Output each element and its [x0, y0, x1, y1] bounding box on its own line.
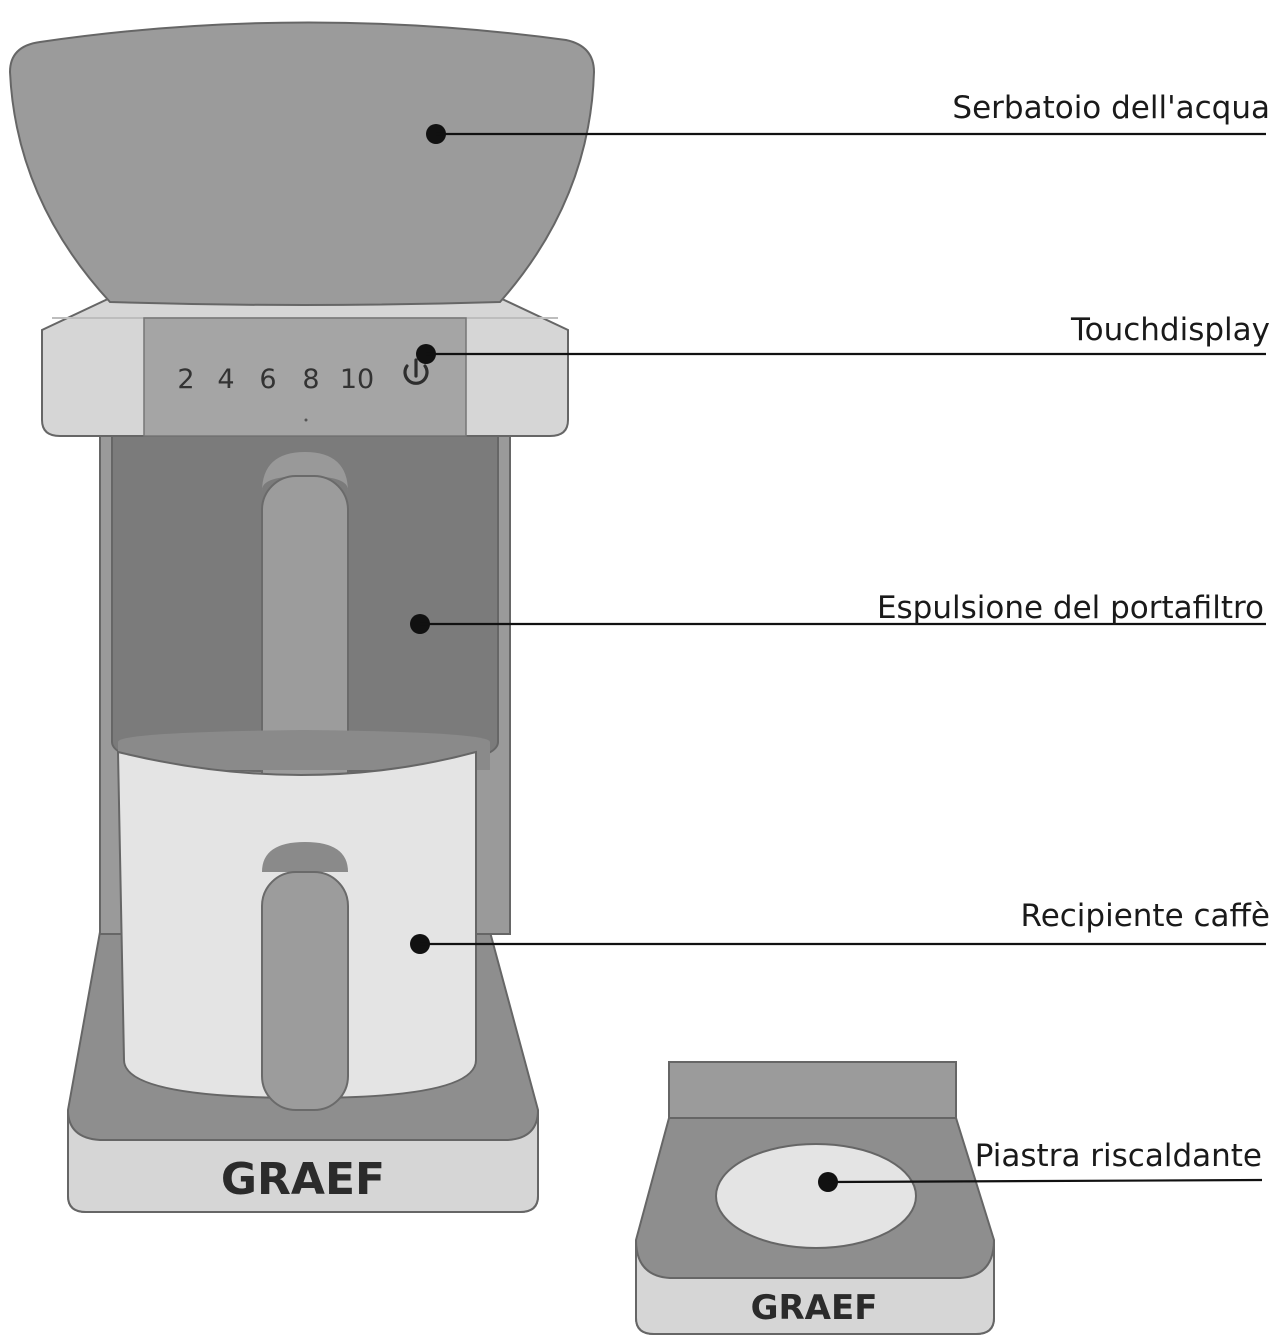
carafe-handle: [261, 871, 349, 1111]
display-band: 2 4 6 8 10: [41, 297, 569, 437]
callout-label-touchdisplay: Touchdisplay: [1070, 312, 1270, 348]
plate-brand-logo: GRAEF: [751, 1288, 878, 1328]
coffee-carafe: [116, 730, 490, 1111]
water-tank: [8, 21, 596, 306]
cup-option-6[interactable]: 6: [259, 364, 276, 395]
callout-water-tank: Serbatoio dell'acqua: [426, 90, 1270, 144]
cup-option-8[interactable]: 8: [302, 364, 319, 395]
callout-label-water-tank: Serbatoio dell'acqua: [952, 90, 1270, 126]
cup-selector: 2 4 6 8 10: [177, 364, 374, 395]
callout-coffee-carafe: Recipiente caffè: [410, 898, 1270, 954]
display-dot: [304, 418, 308, 422]
heating-plate-unit: GRAEF: [635, 1061, 995, 1335]
cup-option-4[interactable]: 4: [217, 364, 234, 395]
power-icon[interactable]: [403, 358, 429, 385]
callout-label-filter-holder-eject: Espulsione del portafiltro: [877, 590, 1264, 626]
callout-filter-holder-eject: Espulsione del portafiltro: [410, 590, 1266, 634]
callout-label-coffee-carafe: Recipiente caffè: [1021, 898, 1270, 934]
coffee-machine: GRAEF 2 4 6 8 10: [8, 21, 596, 1213]
machine-brand-logo: GRAEF: [221, 1154, 385, 1205]
cup-option-2[interactable]: 2: [177, 364, 194, 395]
cup-option-10[interactable]: 10: [340, 364, 374, 395]
callout-touchdisplay: Touchdisplay: [416, 312, 1270, 364]
touchdisplay-panel: [143, 317, 467, 437]
callout-heating-plate: Piastra riscaldante: [818, 1138, 1263, 1192]
callout-label-heating-plate: Piastra riscaldante: [975, 1138, 1262, 1174]
heating-plate: [715, 1143, 917, 1249]
